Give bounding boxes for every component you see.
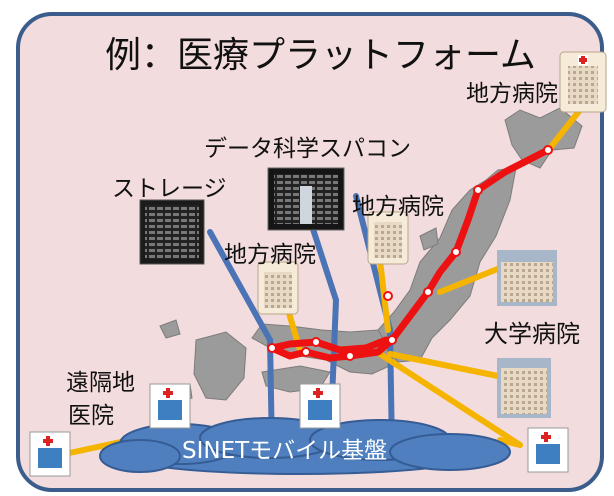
supercomputer-image	[267, 167, 345, 231]
frame	[16, 12, 604, 492]
clinic-icon	[299, 383, 341, 429]
remote-area-label: 遠隔地	[66, 370, 135, 396]
network-label: SINETモバイル基盤	[182, 438, 388, 464]
backbone	[267, 145, 553, 362]
clinic-label: 医院	[68, 403, 114, 429]
university-hospital-label: 大学病院	[484, 320, 580, 348]
storage-rack-image	[139, 199, 205, 265]
supercomputer-label: データ科学スパコン	[204, 136, 411, 162]
university-building-image	[497, 250, 557, 306]
storage-label: ストレージ	[112, 176, 227, 202]
hospital-icon	[367, 211, 409, 265]
regional-hospital-label: 地方病院	[224, 242, 316, 268]
clinic-icon	[29, 431, 71, 477]
clinic-icon	[527, 427, 569, 473]
clinic-icon	[149, 383, 191, 429]
regional-hospital-label: 地方病院	[466, 81, 558, 107]
hospital-icon	[257, 261, 299, 315]
sinet-cloud	[99, 417, 511, 475]
hospital-icon	[559, 51, 607, 113]
university-building-image	[497, 358, 551, 418]
page-title: 例：医療プラットフォーム	[105, 35, 536, 76]
regional-hospital-label: 地方病院	[352, 194, 444, 220]
